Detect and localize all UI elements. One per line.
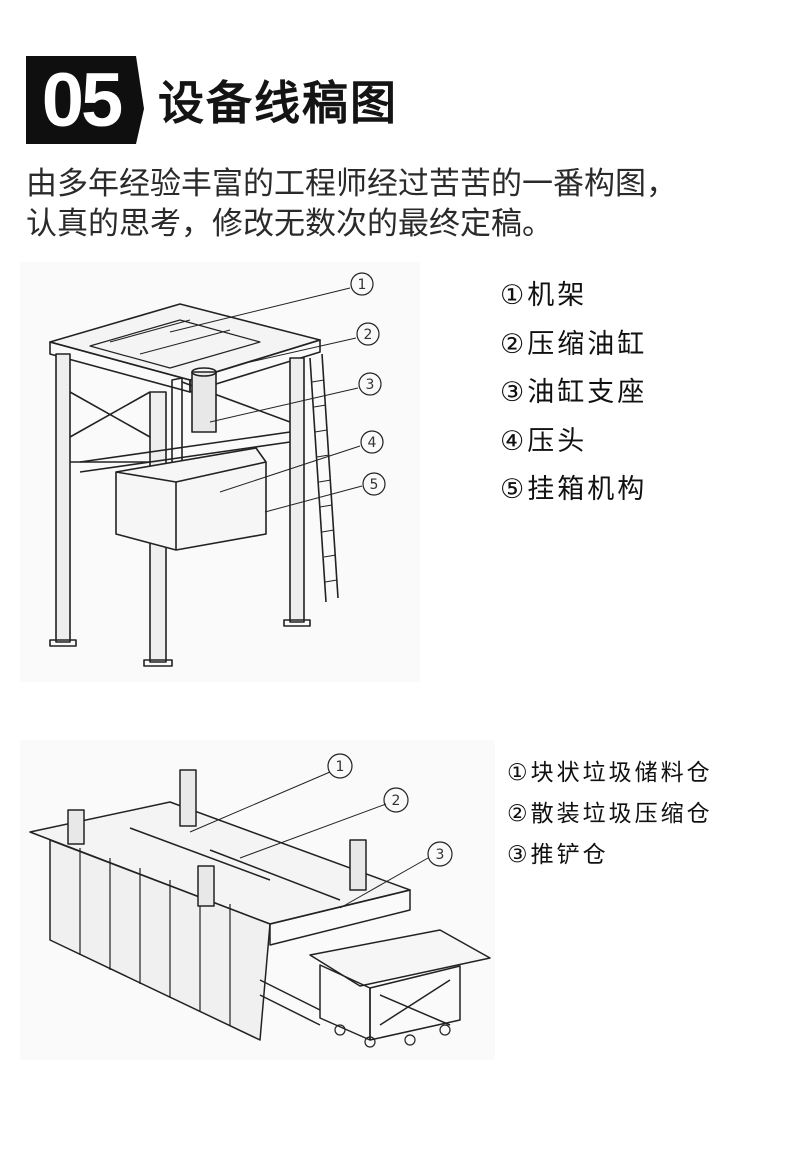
- bin-line-drawing: 1 2 3: [20, 740, 495, 1060]
- bin-callout-2: 2: [392, 793, 401, 809]
- legend-item: ③推铲仓: [507, 842, 609, 868]
- intro-text: 由多年经验丰富的工程师经过苦苦的一番构图， 认真的思考，修改无数次的最终定稿。: [26, 164, 786, 244]
- legend-item: ①机架: [500, 280, 588, 311]
- legend-item: ②压缩油缸: [500, 328, 648, 360]
- legend-item: ④压头: [500, 425, 588, 457]
- gantry-legend: ①机架 ②压缩油缸 ③油缸支座 ④压头 ⑤挂箱机构: [500, 278, 647, 521]
- gantry-callout-5: 5: [370, 477, 379, 493]
- section-header: 05 设备线稿图: [26, 56, 398, 144]
- gantry-callout-3: 3: [366, 377, 375, 393]
- legend-item: ①块状垃圾储料仓: [507, 760, 713, 786]
- bin-legend: ①块状垃圾储料仓 ②散装垃圾压缩仓 ③推铲仓: [507, 757, 713, 880]
- legend-item: ②散装垃圾压缩仓: [507, 801, 713, 827]
- legend-item: ⑤挂箱机构: [500, 474, 648, 505]
- intro-line-1: 由多年经验丰富的工程师经过苦苦的一番构图，: [26, 166, 677, 202]
- section-title: 设备线稿图: [158, 76, 398, 130]
- bin-svg: 1 2 3: [20, 740, 495, 1060]
- bin-callout-3: 3: [436, 847, 445, 863]
- section-number: 05: [26, 56, 136, 144]
- legend-item: ③油缸支座: [500, 377, 648, 408]
- gantry-callout-4: 4: [368, 435, 377, 451]
- gantry-callout-2: 2: [364, 327, 373, 343]
- intro-line-2: 认真的思考，修改无数次的最终定稿。: [26, 206, 553, 242]
- gantry-svg: 1 2 3 4 5: [20, 262, 420, 682]
- bin-callout-1: 1: [336, 759, 345, 775]
- gantry-line-drawing: 1 2 3 4 5: [20, 262, 420, 682]
- gantry-callout-1: 1: [358, 277, 367, 293]
